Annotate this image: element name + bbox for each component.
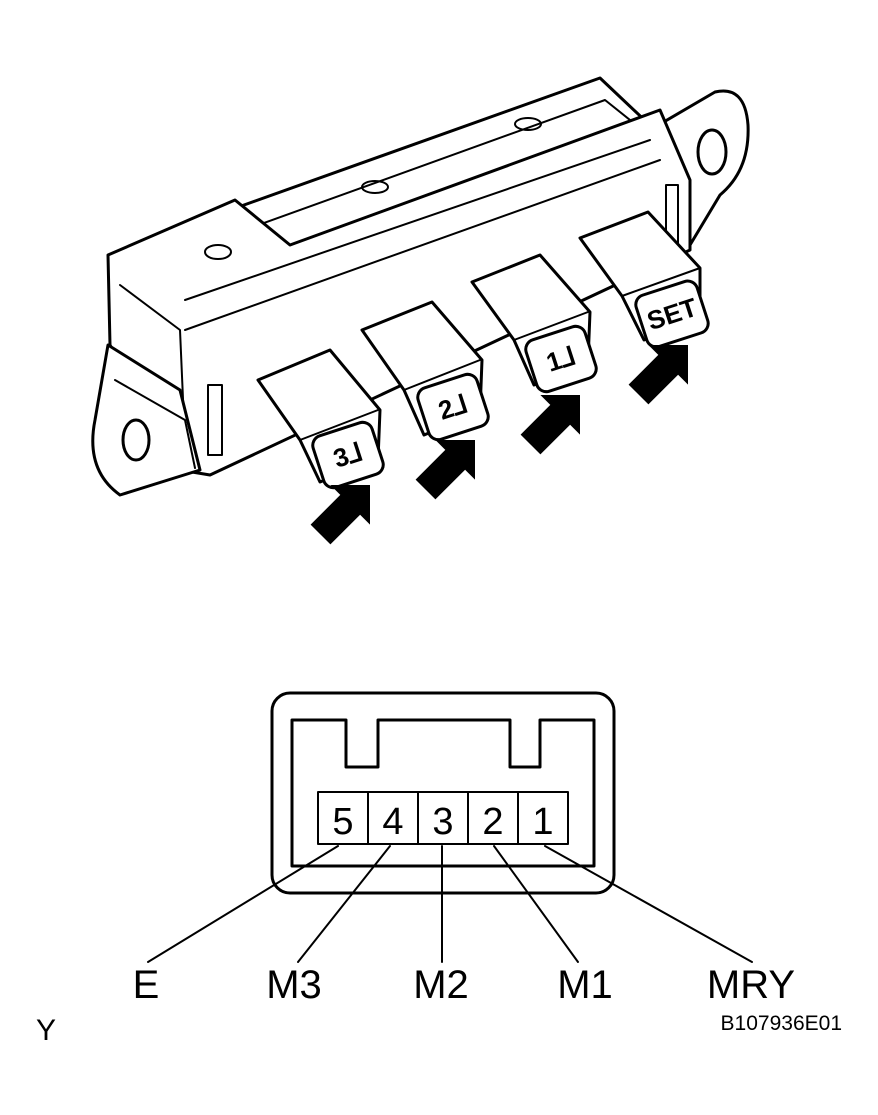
press-arrow-3 (310, 485, 370, 545)
right-mounting-hole (696, 128, 728, 176)
press-arrows (310, 345, 688, 545)
terminal-label-m1: M1 (557, 963, 613, 1007)
leader-line-2 (493, 845, 579, 963)
terminal-label-m2: M2 (413, 963, 469, 1007)
memory-button-1[interactable]: 1⅃ (470, 253, 599, 394)
press-arrow-2 (415, 440, 475, 500)
pin-cell-1 (517, 791, 569, 845)
memory-button-2[interactable]: 2⅃ (360, 300, 491, 442)
press-arrow-1 (520, 395, 580, 455)
leader-line-4 (297, 845, 391, 963)
pin-number-2: 2 (482, 801, 503, 843)
corner-label: Y (36, 1014, 56, 1047)
leader-line-1 (544, 845, 753, 963)
pin-number-3: 3 (432, 801, 453, 843)
leader-line-5 (147, 845, 339, 963)
reference-code: B107936E01 (721, 1012, 842, 1035)
leader-lines (147, 845, 753, 963)
press-arrow-set (628, 345, 688, 405)
pin-number-5: 5 (332, 801, 353, 843)
pin-number-4: 4 (382, 801, 403, 843)
connector-inner-cavity (290, 718, 596, 868)
connector-face: 5 4 3 2 1 E M3 M2 M1 MRY (133, 691, 795, 1007)
terminal-label-m3: M3 (266, 963, 322, 1007)
pin-number-1: 1 (532, 801, 553, 843)
left-mounting-hole (121, 418, 151, 462)
memory-button-3[interactable]: 3⅃ (256, 348, 386, 490)
memory-switch-assembly: 3⅃ 2⅃ 1⅃ SET (91, 76, 750, 497)
terminal-label-e: E (133, 963, 160, 1007)
terminal-label-mry: MRY (707, 963, 795, 1007)
memory-set-button[interactable]: SET (578, 210, 711, 350)
pin-cells (317, 791, 569, 845)
